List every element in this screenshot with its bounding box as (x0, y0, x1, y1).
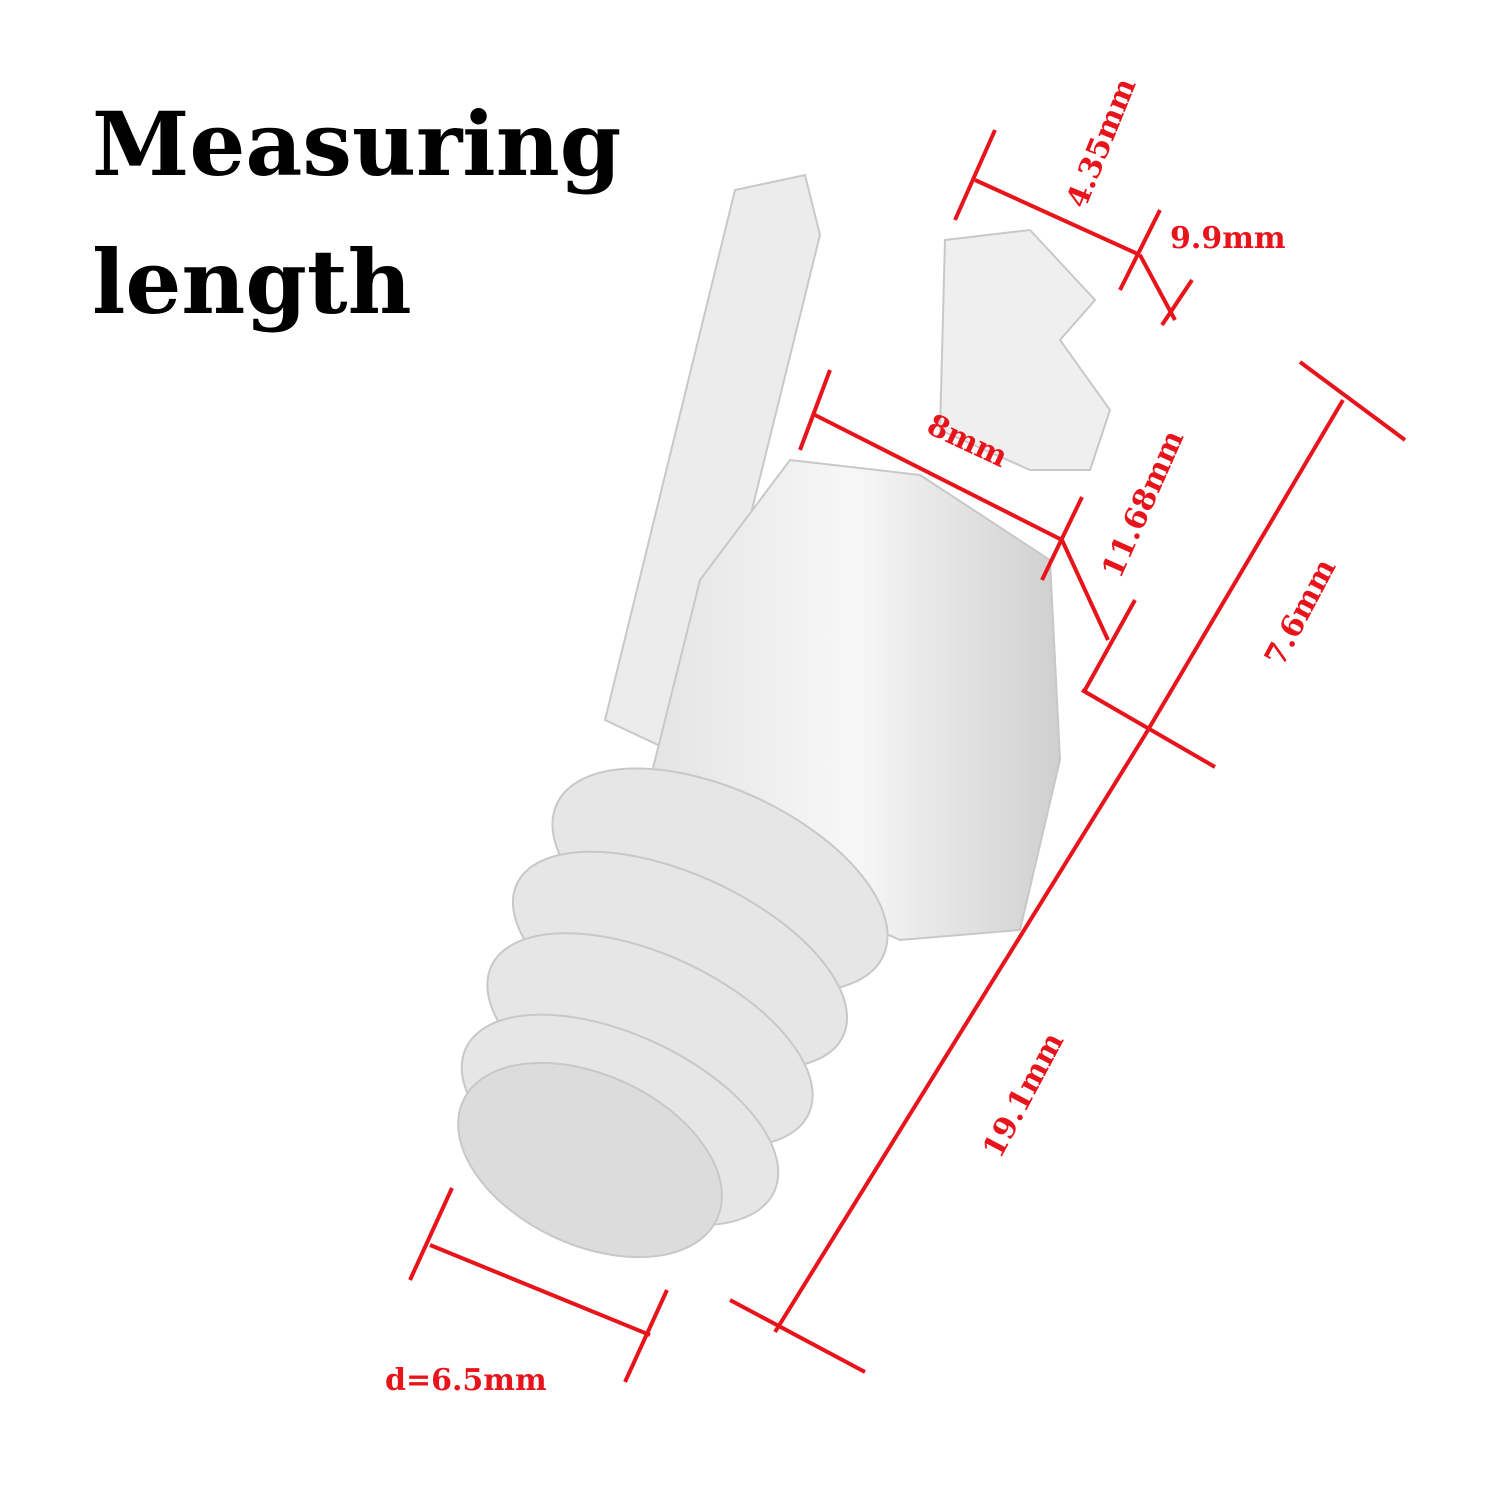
connector-boot (457, 173, 1112, 1259)
label-latch-height: 9.9mm (1170, 221, 1286, 256)
title-line-2: length (92, 230, 412, 334)
label-diameter: d=6.5mm (385, 1363, 547, 1398)
label-latch-width: 4.35mm (1060, 73, 1144, 213)
title-line-1: Measuring (92, 92, 622, 196)
label-body-height: 11.68mm (1095, 425, 1191, 583)
label-head-length: 7.6mm (1258, 553, 1343, 672)
label-total-length: 19.1mm (976, 1027, 1071, 1164)
boot-ribs (457, 767, 889, 1259)
top-clip (938, 228, 1112, 471)
latch-tab (603, 173, 822, 762)
dimension-lines (408, 129, 1407, 1383)
